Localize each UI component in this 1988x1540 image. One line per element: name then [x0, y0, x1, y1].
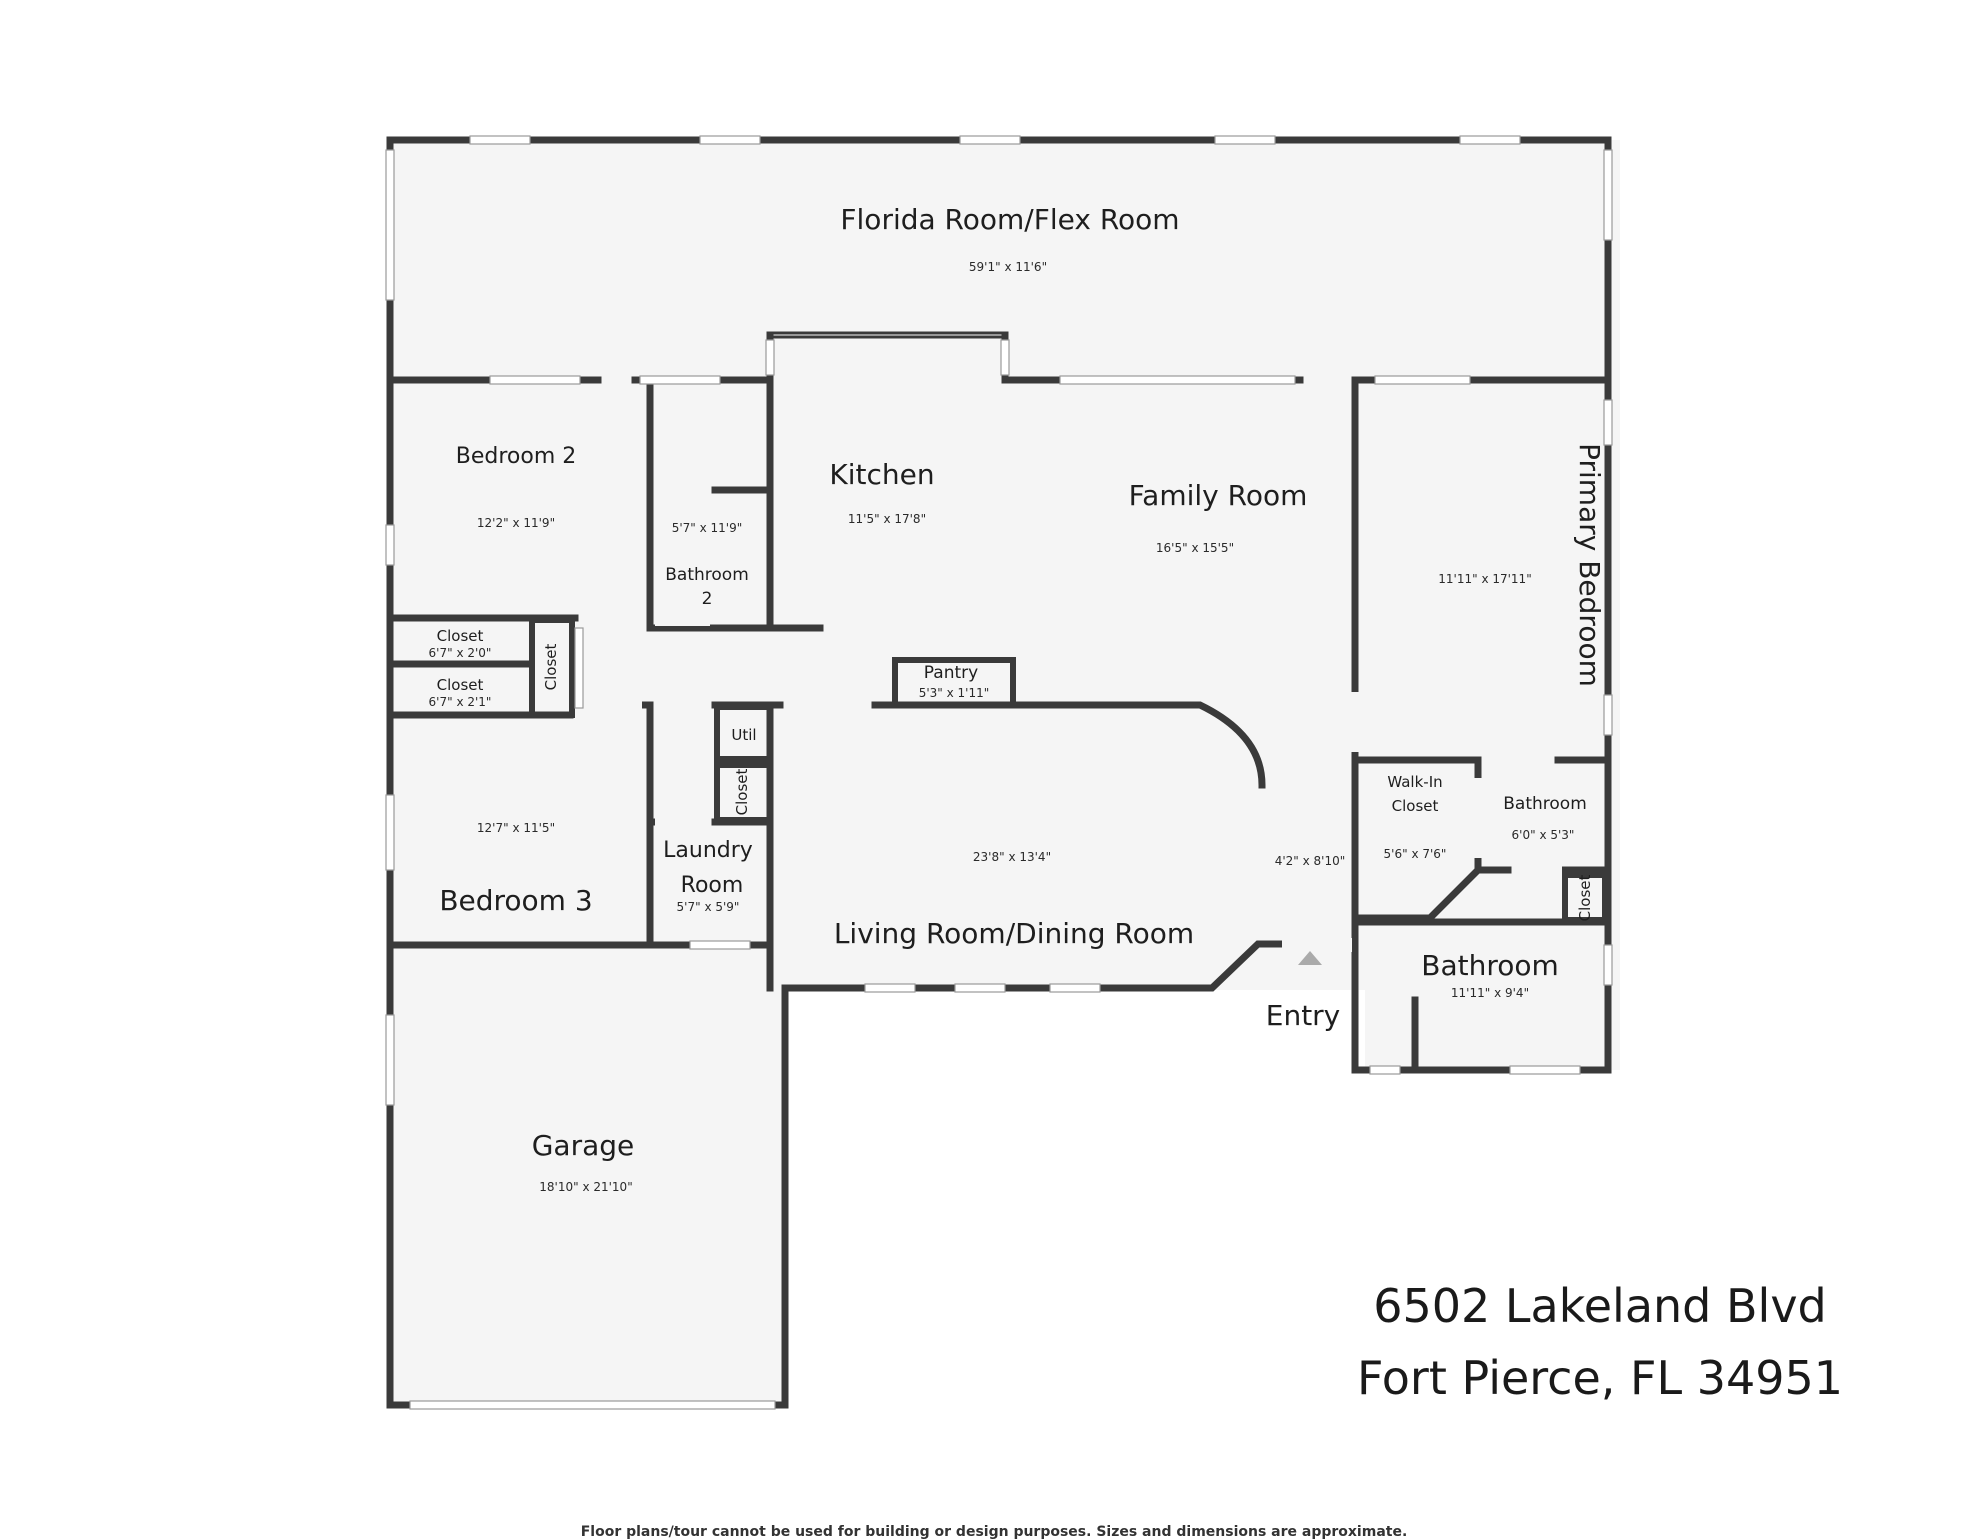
living-room-name: Living Room/Dining Room — [834, 917, 1194, 950]
laundry-name-2: Room — [681, 873, 744, 898]
pantry-dim: 5'3" x 1'11" — [919, 686, 990, 700]
closet2-name: Closet — [437, 676, 484, 694]
closet1-dim: 6'7" x 2'0" — [429, 646, 492, 660]
walkin-closet-name: Walk-In — [1387, 773, 1442, 791]
door-openings — [582, 612, 1562, 952]
florida-room-name: Florida Room/Flex Room — [840, 203, 1179, 236]
kitchen-name: Kitchen — [829, 458, 934, 491]
disclaimer: Floor plans/tour cannot be used for buil… — [580, 1524, 1408, 1540]
floor-fill — [390, 140, 1620, 1405]
primary-bedroom-dim: 11'11" x 17'11" — [1438, 572, 1531, 586]
entry-arrow-icon — [1298, 951, 1322, 965]
florida-room-dim: 59'1" x 11'6" — [969, 260, 1047, 274]
kitchen-dim: 11'5" x 17'8" — [848, 512, 926, 526]
garage-dim: 18'10" x 21'10" — [539, 1180, 632, 1194]
pantry-name: Pantry — [924, 663, 978, 683]
bathroom2-dim: 5'7" x 11'9" — [672, 521, 743, 535]
util-name: Util — [731, 726, 756, 744]
foyer-dim: 4'2" x 8'10" — [1275, 854, 1346, 868]
family-room-dim: 16'5" x 15'5" — [1156, 541, 1234, 555]
bathroom2-name: Bathroom — [665, 565, 749, 585]
bathroom-small-dim: 6'0" x 5'3" — [1512, 828, 1575, 842]
closet1-name: Closet — [437, 627, 484, 645]
entry-name: Entry — [1266, 999, 1341, 1032]
property-address: 6502 Lakeland Blvd Fort Pierce, FL 34951 — [1300, 1270, 1900, 1414]
closet4-name: Closet — [733, 769, 751, 816]
garage-name: Garage — [532, 1129, 635, 1162]
room-labels: Florida Room/Flex Room 59'1" x 11'6" Bed… — [429, 203, 1606, 1194]
walkin-closet-name-2: Closet — [1392, 797, 1439, 815]
living-room-dim: 23'8" x 13'4" — [973, 850, 1051, 864]
primary-bedroom-name: Primary Bedroom — [1573, 443, 1606, 687]
closet3-name: Closet — [542, 644, 560, 691]
address-line-2: Fort Pierce, FL 34951 — [1356, 1351, 1844, 1405]
bathroom-main-name: Bathroom — [1421, 949, 1559, 982]
laundry-dim: 5'7" x 5'9" — [677, 900, 740, 914]
bedroom3-dim: 12'7" x 11'5" — [477, 821, 555, 835]
laundry-name: Laundry — [663, 838, 753, 863]
bedroom3-name: Bedroom 3 — [439, 884, 592, 917]
bedroom2-dim: 12'2" x 11'9" — [477, 516, 555, 530]
bedroom2-name: Bedroom 2 — [456, 444, 577, 469]
closet5-name: Closet — [1576, 875, 1594, 922]
bathroom-small-name: Bathroom — [1503, 794, 1587, 814]
bathroom-main-dim: 11'11" x 9'4" — [1451, 986, 1529, 1000]
bathroom2-name-2: 2 — [702, 589, 713, 609]
address-line-1: 6502 Lakeland Blvd — [1373, 1279, 1827, 1333]
walkin-closet-dim: 5'6" x 7'6" — [1384, 847, 1447, 861]
closet2-dim: 6'7" x 2'1" — [429, 695, 492, 709]
windows — [385, 135, 1613, 1410]
family-room-name: Family Room — [1129, 479, 1308, 512]
